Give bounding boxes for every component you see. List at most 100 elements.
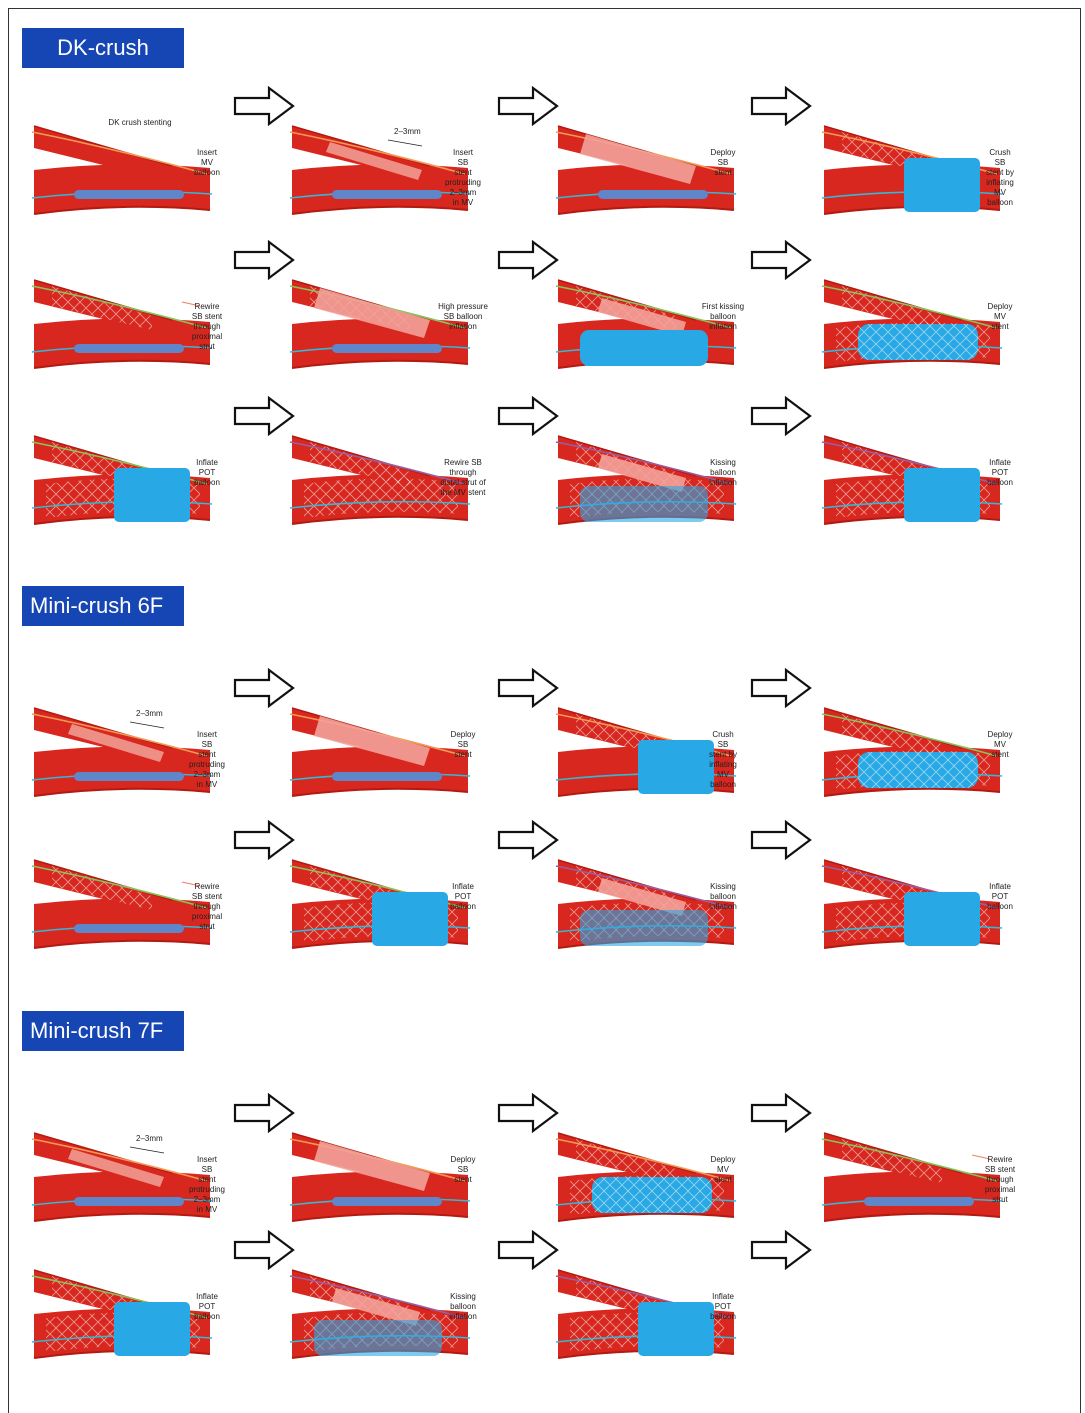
deflated-mv-balloon (74, 190, 184, 199)
sb-guidewire (555, 865, 732, 909)
mv-balloon-inflated (314, 1320, 442, 1356)
step-illustration (289, 272, 471, 382)
process-arrow (750, 819, 812, 861)
illustration-title: DK crush stenting (108, 118, 172, 127)
process-arrow (750, 85, 812, 127)
step-illustration (821, 852, 1003, 962)
step-illustration (289, 700, 471, 810)
deflated-mv-balloon (74, 344, 184, 353)
deflated-mv-balloon (74, 1197, 184, 1206)
sb-guidewire (31, 285, 208, 329)
step-illustration: 2–3mm (289, 118, 471, 228)
step-illustration (555, 1262, 737, 1372)
deflated-mv-balloon (332, 772, 442, 781)
process-arrow (750, 395, 812, 437)
dimension-label: 2–3mm (136, 709, 163, 718)
step-caption: Rewire SB stent through proximal strut (191, 882, 223, 931)
sb-balloon (314, 288, 430, 338)
step-illustration (821, 700, 1003, 810)
step-caption: First kissing balloon inflation (701, 302, 745, 331)
process-arrow (233, 1092, 295, 1134)
sb-balloon (598, 878, 686, 916)
process-arrow (233, 239, 295, 281)
process-arrow (233, 85, 295, 127)
step-caption: Rewire SB stent through proximal strut (191, 302, 223, 351)
sb-guidewire (31, 865, 208, 909)
step-caption: Deploy SB stent (450, 1155, 476, 1184)
deflated-mv-balloon (332, 190, 442, 199)
step-illustration: 2–3mm (31, 700, 213, 810)
step-caption: Inflate POT balloon (194, 458, 220, 487)
deflated-mv-balloon (598, 190, 708, 199)
rewire-arrow (181, 881, 201, 887)
sb-balloon (598, 298, 686, 336)
mv-balloon-inflated (638, 740, 714, 794)
process-arrow (497, 395, 559, 437)
mv-balloon-inflated (372, 892, 448, 946)
deflated-mv-balloon (332, 1197, 442, 1206)
step-caption: Crush SB stent by inflating MV balloon (985, 148, 1014, 207)
step-illustration (821, 272, 1003, 382)
sb-balloon (314, 716, 430, 766)
step-caption: Crush SB stent by inflating MV balloon (708, 730, 737, 789)
sb-guidewire (31, 713, 208, 757)
deflated-mv-balloon (74, 772, 184, 781)
step-illustration (555, 118, 737, 228)
process-arrow (497, 819, 559, 861)
step-caption: Inflate POT balloon (987, 458, 1013, 487)
step-illustration (555, 1125, 737, 1235)
step-illustration (289, 1262, 471, 1372)
step-caption: Inflate POT balloon (710, 1292, 736, 1321)
step-illustration (289, 1125, 471, 1235)
process-arrow (750, 667, 812, 709)
step-caption: Deploy SB stent (450, 730, 476, 759)
section-header-mini-crush-7f: Mini-crush 7F (22, 1011, 184, 1051)
rewire-arrow (971, 1154, 991, 1160)
step-illustration (555, 700, 737, 810)
process-arrow (497, 85, 559, 127)
sb-guidewire (555, 1138, 732, 1182)
step-caption: Kissing balloon inflation (449, 1292, 477, 1321)
sb-guidewire (555, 441, 732, 485)
step-illustration (31, 852, 213, 962)
step-caption: Rewire SB through distal strut of the MV… (440, 458, 486, 497)
process-arrow (497, 1229, 559, 1271)
step-illustration (31, 118, 213, 228)
step-caption: Rewire SB stent through proximal strut (984, 1155, 1016, 1204)
process-arrow (233, 819, 295, 861)
dimension-label: 2–3mm (136, 1134, 163, 1143)
process-arrow (750, 1092, 812, 1134)
step-illustration (31, 1262, 213, 1372)
rewire-arrow (181, 301, 201, 307)
sb-guidewire (821, 713, 998, 757)
dimension-label: 2–3mm (394, 127, 421, 136)
sb-balloon (332, 1288, 420, 1326)
mv-balloon-inflated (580, 910, 708, 946)
step-caption: Inflate POT balloon (450, 882, 476, 911)
step-illustration (555, 852, 737, 962)
step-caption: Inflate POT balloon (987, 882, 1013, 911)
step-caption: Deploy MV stent (987, 302, 1013, 331)
process-arrow (497, 667, 559, 709)
step-illustration (31, 272, 213, 382)
step-illustration (821, 118, 1003, 228)
sb-balloon (580, 134, 696, 184)
sb-guidewire (31, 131, 208, 175)
sb-guidewire (289, 131, 466, 175)
step-illustration (289, 852, 471, 962)
step-caption: High pressure SB balloon inflation (438, 302, 488, 331)
sb-guidewire (555, 285, 732, 329)
sb-stent-delivery (68, 1149, 164, 1187)
step-illustration (555, 272, 737, 382)
mv-balloon-inflated (904, 892, 980, 946)
mv-balloon-inflated (638, 1302, 714, 1356)
process-arrow (233, 667, 295, 709)
step-illustration (31, 428, 213, 538)
process-arrow (233, 395, 295, 437)
process-arrow (497, 1092, 559, 1134)
step-caption: Kissing balloon inflation (709, 882, 737, 911)
step-caption: Deploy MV stent (710, 1155, 736, 1184)
sb-guidewire (31, 1138, 208, 1182)
mv-balloon-inflated (580, 330, 708, 366)
mv-balloon-inflated (904, 158, 980, 212)
